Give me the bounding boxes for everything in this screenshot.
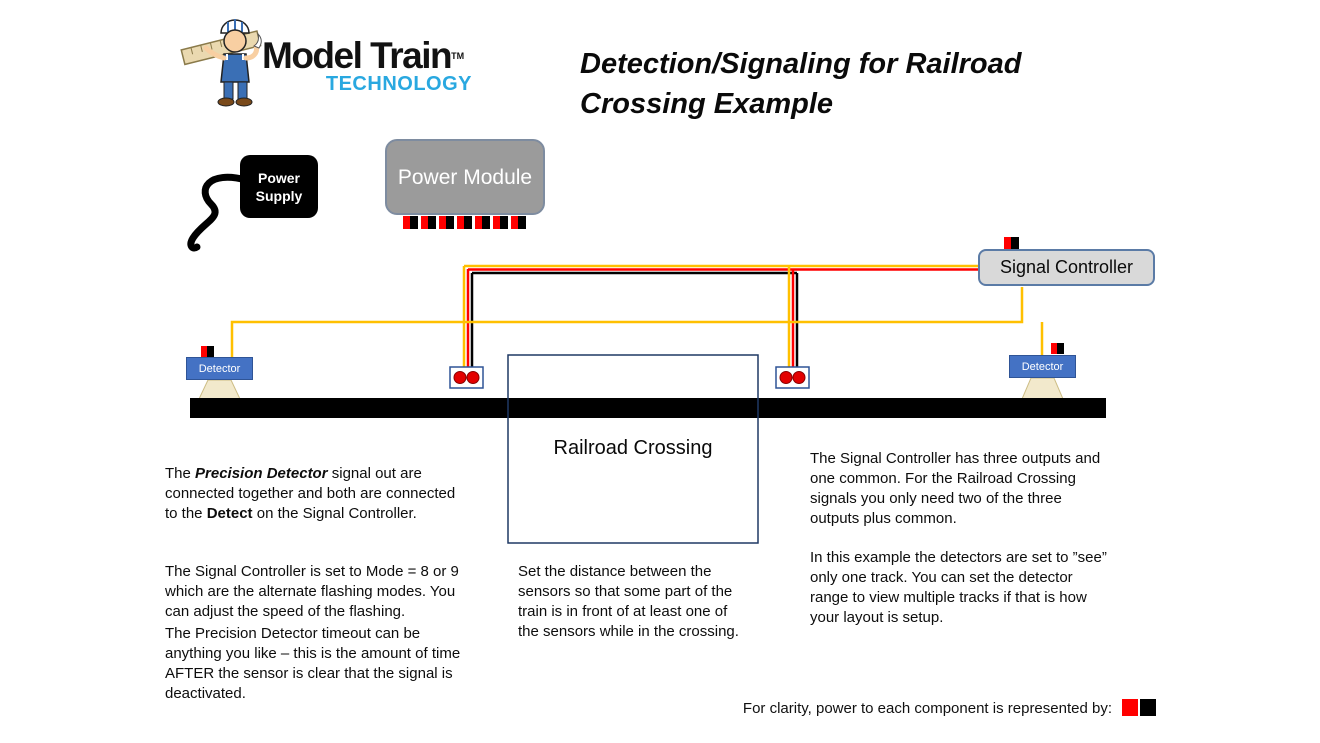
track: [190, 398, 1106, 418]
power-module-box: Power Module: [385, 139, 545, 215]
railroad-crossing-outline: [507, 354, 759, 544]
detector-left-box: Detector: [186, 357, 253, 380]
sensor-1: [449, 366, 484, 389]
detector-left-label: Detector: [198, 362, 241, 375]
page-title: Detection/Signaling for Railroad Crossin…: [580, 44, 1100, 124]
detector-beam-right: [1021, 377, 1064, 400]
detector-right-box: Detector: [1009, 355, 1076, 378]
power-module-label: Power Module: [397, 165, 533, 189]
detector-left-power-connector: [201, 346, 214, 357]
mascot-icon: [180, 19, 262, 107]
note-text-emphasis: Precision Detector: [195, 465, 328, 482]
detector-right-label: Detector: [1021, 360, 1064, 373]
power-module-terminals: [403, 216, 526, 229]
brand-name-text: Model Train: [262, 35, 453, 76]
brand-block: Model TrainTM TECHNOLOGY: [262, 36, 472, 96]
legend-black-square: [1140, 699, 1156, 716]
trademark-symbol: TM: [451, 51, 465, 61]
wire-yellow-detect: [230, 287, 1024, 360]
railroad-crossing-label: Railroad Crossing: [553, 437, 713, 459]
note-right-2: In this example the detectors are set to…: [810, 549, 1107, 626]
page-title-line2: Crossing Example: [580, 88, 834, 120]
note-right-1: The Signal Controller has three outputs …: [810, 450, 1101, 527]
note-left-3: The Precision Detector timeout can be an…: [165, 625, 461, 702]
sensor-2: [775, 366, 810, 389]
signal-controller-power-connector: [1004, 237, 1019, 249]
note-middle-1: Set the distance between the sensors so …: [518, 563, 739, 640]
brand-name: Model TrainTM: [262, 36, 472, 76]
power-supply-box: Power Supply: [240, 155, 318, 218]
power-cable: [187, 173, 250, 252]
note-text-bold: Detect: [206, 505, 253, 522]
note-left-2: The Signal Controller is set to Mode = 8…: [165, 563, 459, 620]
note-left-1: The Precision Detector signal out are co…: [165, 464, 471, 524]
detector-beam-left: [198, 379, 241, 400]
legend-text: For clarity, power to each component is …: [742, 700, 1112, 717]
note-text: signal out are connected together and bo…: [165, 465, 456, 522]
signal-controller-box: Signal Controller: [978, 249, 1155, 286]
power-supply-label: Power Supply: [255, 169, 303, 204]
legend-red-square: [1122, 699, 1138, 716]
brand-subtitle: TECHNOLOGY: [325, 73, 472, 95]
page-title-line1: Detection/Signaling for Railroad: [580, 48, 1022, 80]
detector-right-power-connector: [1051, 343, 1064, 354]
note-text: on the Signal Controller.: [252, 505, 417, 522]
note-text: The: [165, 465, 196, 482]
signal-controller-label: Signal Controller: [999, 257, 1134, 277]
